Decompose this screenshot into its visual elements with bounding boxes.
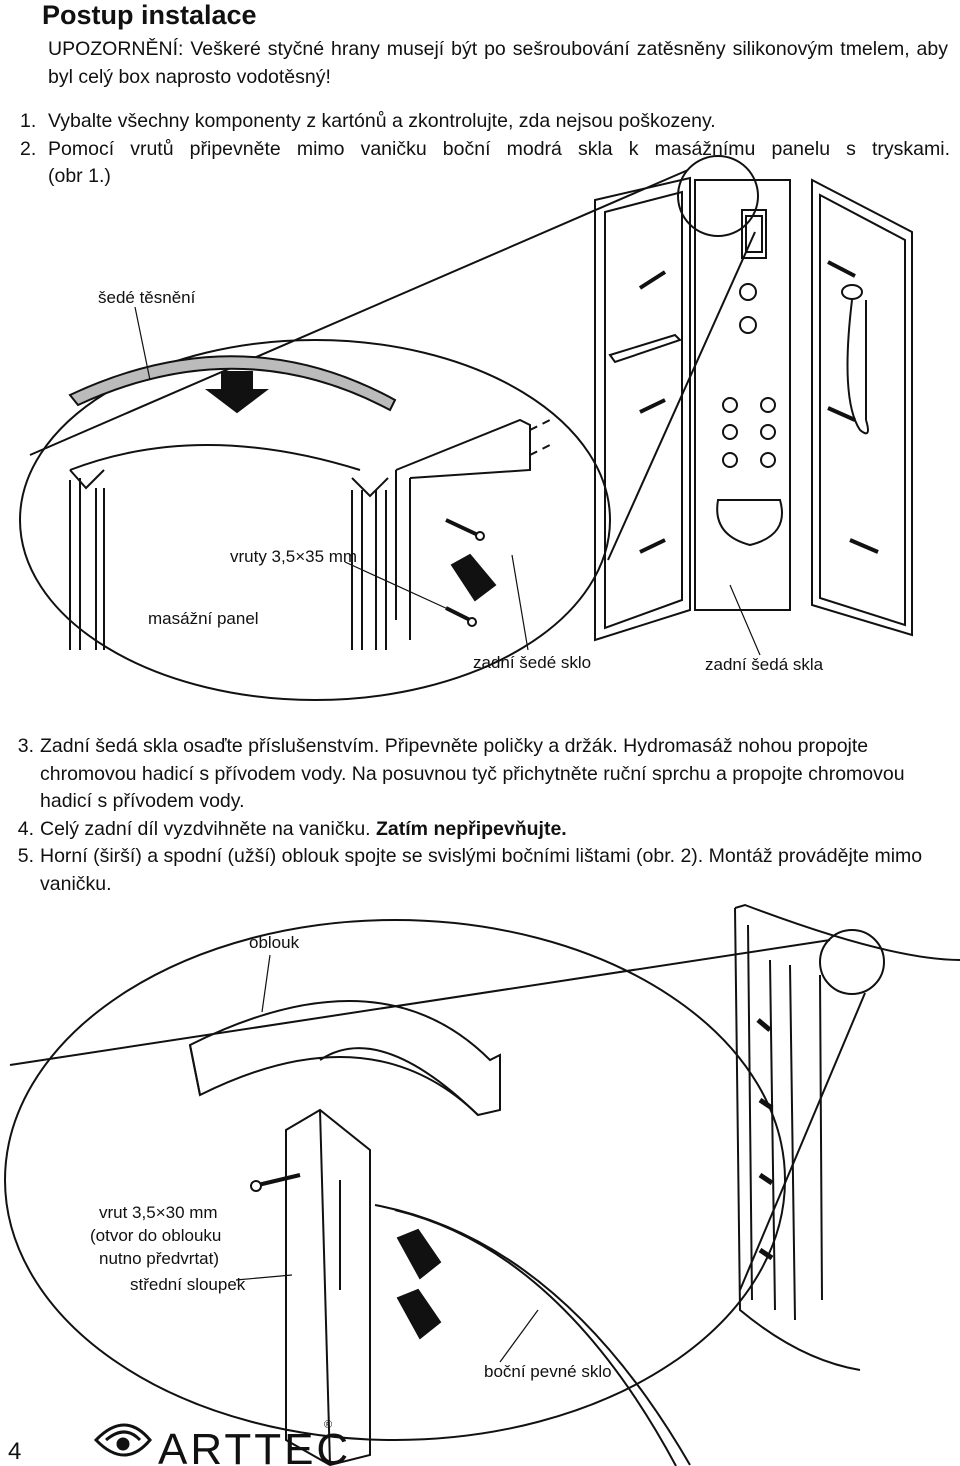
label-screw-line1: vrut 3,5×30 mm — [99, 1203, 218, 1222]
step-text: (obr 1.) — [48, 165, 111, 187]
label-massage-panel: masážní panel — [148, 609, 259, 628]
page-number: 4 — [8, 1438, 22, 1465]
step-text: Horní (širší) a spodní (užší) oblouk spo… — [40, 845, 923, 895]
list-item: 2. Pomocí vrutů připevněte mimo vaničku … — [20, 136, 950, 164]
label-screws: vruty 3,5×35 mm — [230, 547, 357, 566]
list-item: 4. Celý zadní díl vyzdvihněte na vaničku… — [8, 816, 956, 844]
label-screw-line3: nutno předvrtat) — [99, 1249, 219, 1268]
label-arc: oblouk — [249, 933, 300, 952]
step-text: Celý zadní díl vyzdvihněte na vaničku. Z… — [40, 816, 956, 844]
step-number: 2. — [20, 137, 37, 160]
steps-list-b: 3. Zadní šedá skla osaďte příslušenstvím… — [8, 733, 956, 898]
list-item: 1. Vybalte všechny komponenty z kartónů … — [20, 108, 950, 136]
step-number: 4. — [17, 817, 34, 840]
page-title: Postup instalace — [42, 0, 257, 30]
step-text-plain: Celý zadní díl vyzdvihněte na vaničku. — [40, 817, 377, 840]
registered-mark: ® — [324, 1419, 332, 1431]
step-text: Zadní šedá skla osaďte příslušenstvím. P… — [40, 735, 905, 812]
warning-note: UPOZORNĚNÍ: Veškeré styčné hrany musejí … — [48, 38, 948, 88]
label-seal: šedé těsnění — [98, 288, 196, 307]
brand-name: ARTTEC — [158, 1425, 351, 1466]
label-rear-glass: zadní šedé sklo — [473, 653, 591, 672]
step-number: 5. — [17, 845, 34, 867]
label-middle-column: střední sloupek — [130, 1275, 246, 1294]
steps-list-a: 1. Vybalte všechny komponenty z kartónů … — [20, 108, 950, 191]
list-item: 5. Horní (širší) a spodní (užší) oblouk … — [8, 843, 956, 898]
step-number: 1. — [20, 110, 37, 132]
arttec-logo: ARTTEC ® — [93, 1419, 351, 1466]
list-item: (obr 1.) — [20, 163, 950, 191]
list-item: 3. Zadní šedá skla osaďte příslušenstvím… — [8, 733, 956, 816]
step-text: Vybalte všechny komponenty z kartónů a z… — [48, 110, 716, 132]
step-number: 3. — [17, 735, 34, 757]
step-text: Pomocí vrutů připevněte mimo vaničku boč… — [48, 137, 950, 160]
label-rear-glasses: zadní šedá skla — [705, 655, 824, 674]
label-side-glass: boční pevné sklo — [484, 1362, 612, 1381]
figure-1-diagram: šedé těsnění vruty 3,5×35 mm masážní pan… — [19, 155, 913, 701]
label-screw-line2: (otvor do oblouku — [90, 1226, 221, 1245]
step-text-bold: Zatím nepřipevňujte. — [376, 817, 567, 840]
